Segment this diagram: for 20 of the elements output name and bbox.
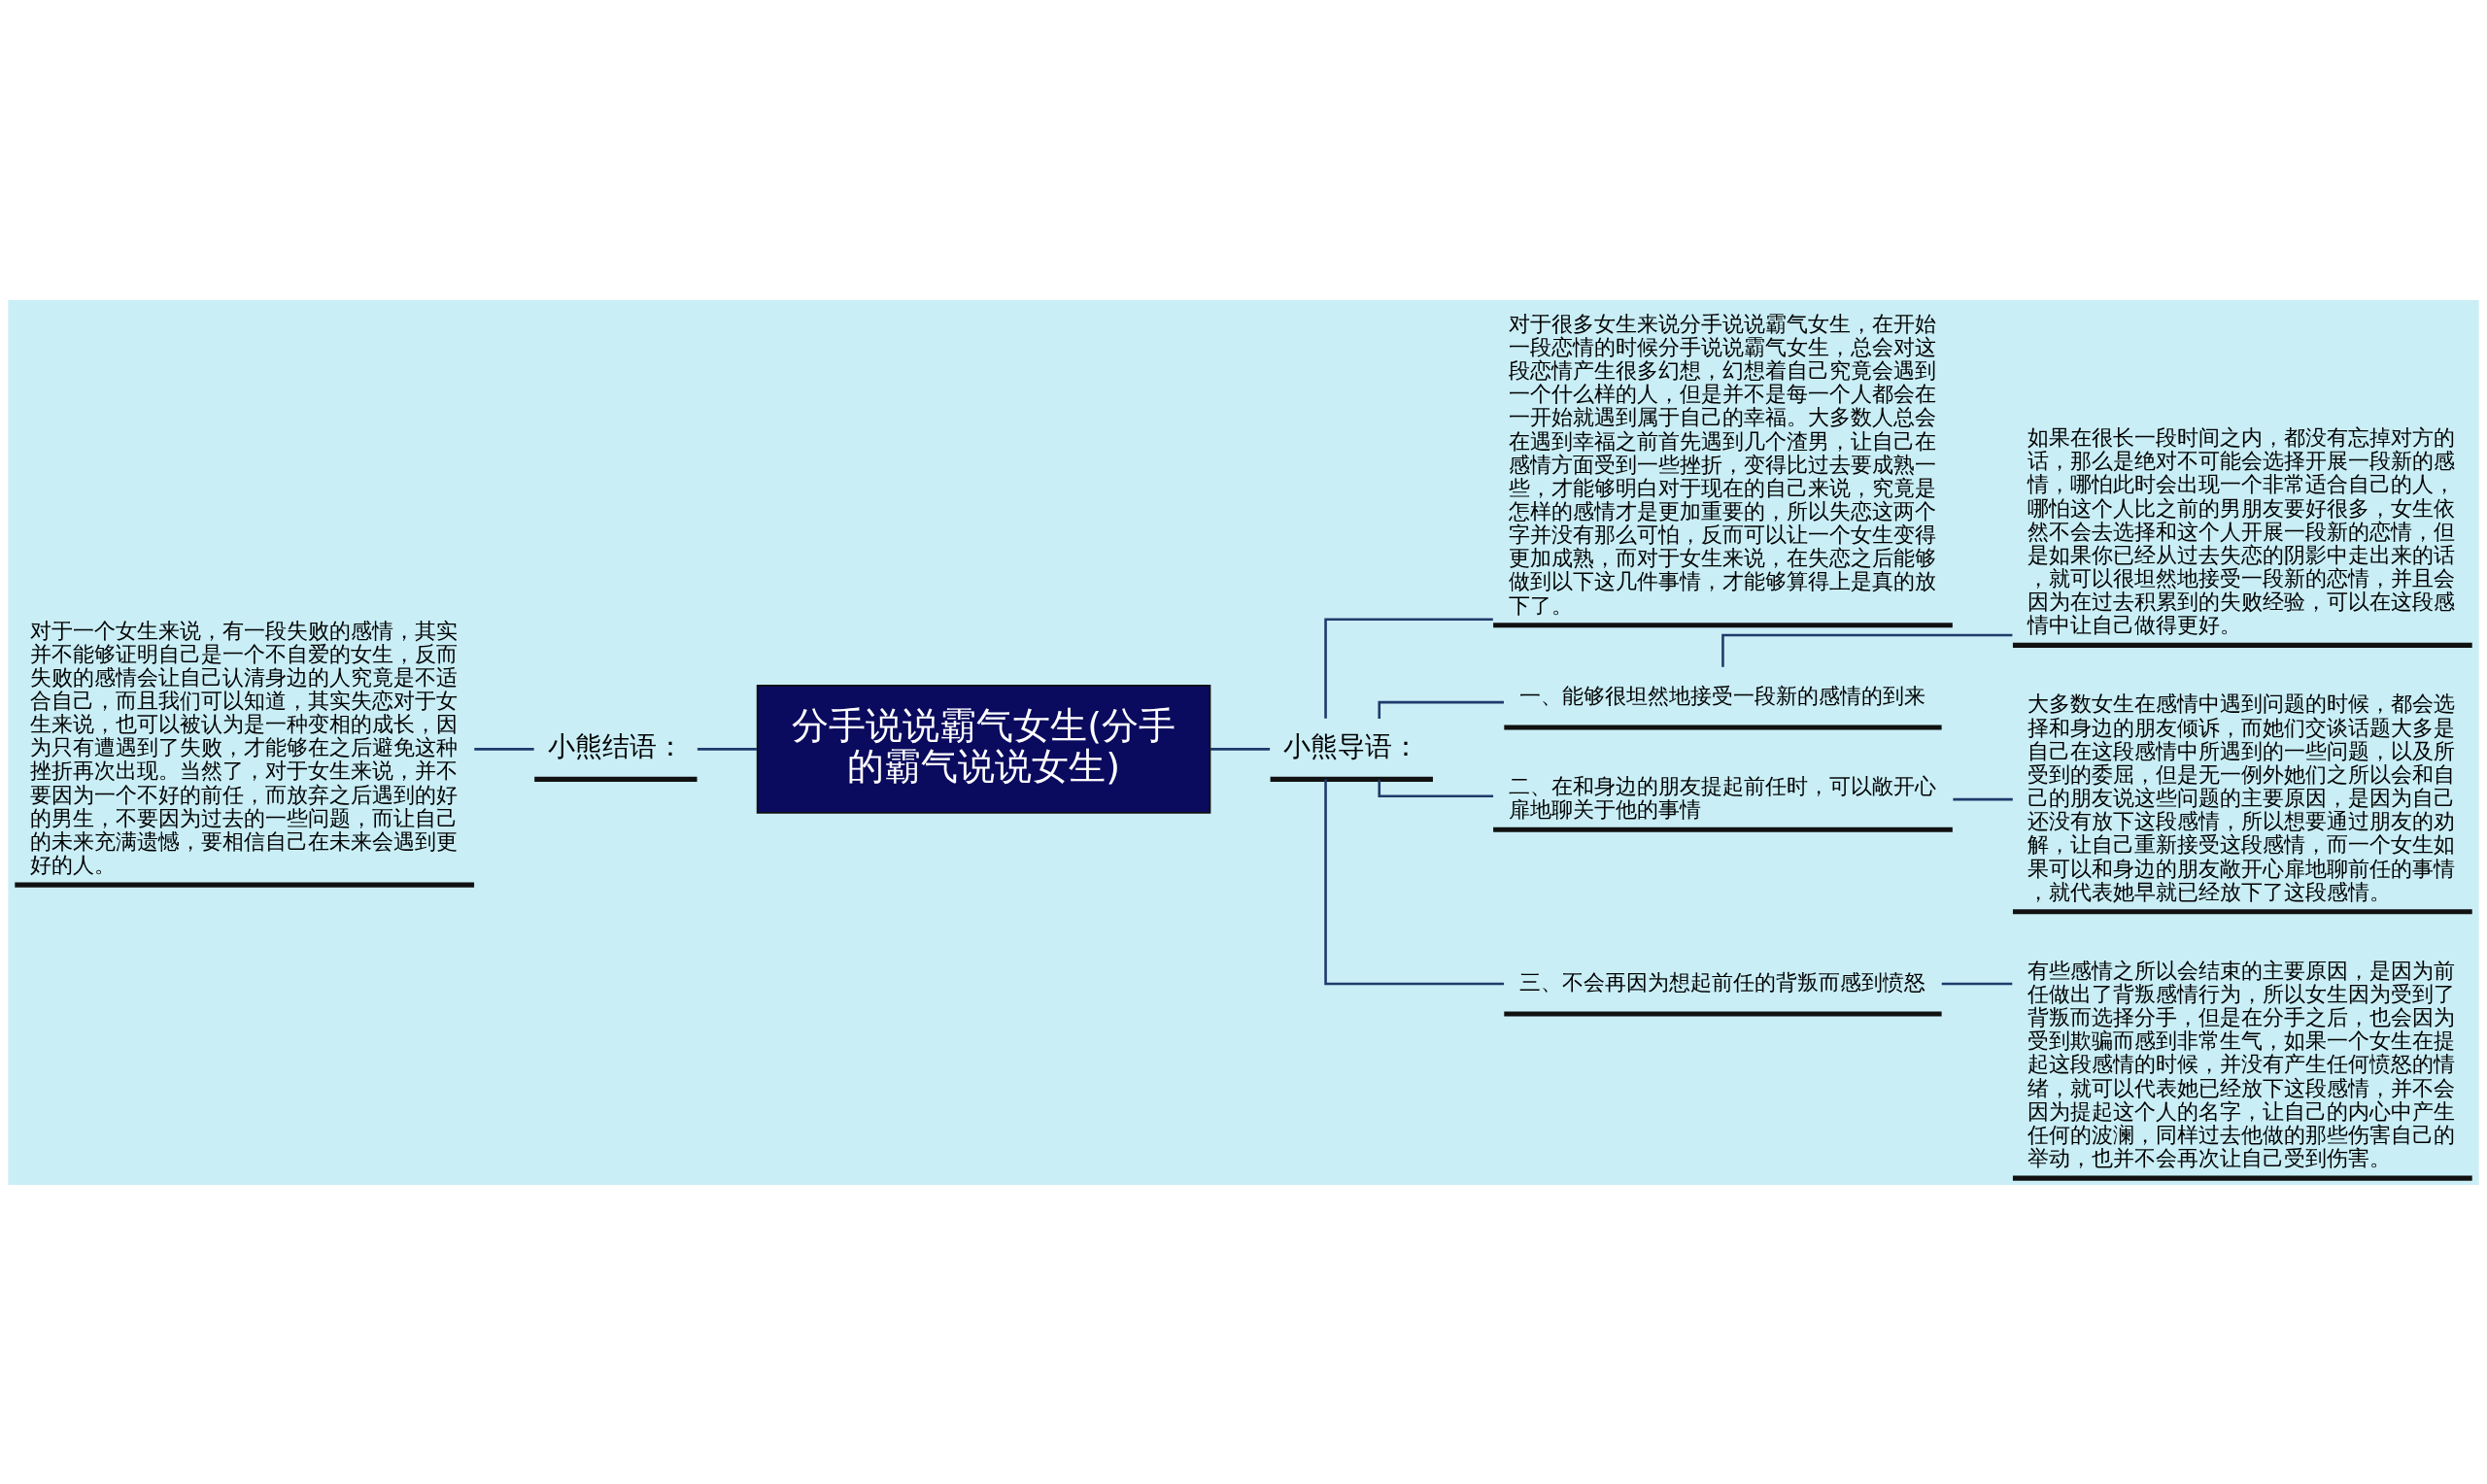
node-text: 小熊结语： — [547, 729, 684, 762]
connector — [1324, 779, 1505, 985]
node-text: 对于很多女生来说分手说说霸气女生，在开始一段恋情的时候分手说说霸气女生，总会对这段恋情产生很多幻想，幻想着自己究竟会遇到一个什么样的人，但是并不是每一个人都会在一开始就遇到属于自己的幸福。大多数人总会在遇到幸福之前首先遇到几个渣男，让自己在感情方面受到一些挫折，变得比过去要成熟一些，才能够明白对于现在的自己来说，究竟是怎样的感情才是更加重要的，所以失恋这两个字并没有那么可怕，反而可以让一个女生变得更加成熟，而对于女生来说，在失恋之后能够做到以下这几件事情，才能够算得上是真的放下了。 — [1508, 310, 1936, 618]
node-text: 一、能够很坦然地接受一段新的感情的到来 — [1519, 682, 1926, 708]
connector — [1378, 700, 1504, 719]
node-text: 有些感情之所以会结束的主要原因，是因为前任做出了背叛感情行为，所以女生因为受到了背叛而选择分手，但是在分手之后，也会因为受到欺骗而感到非常生气，如果一个女生在提起这段感情的时候，并没有产生任何愤怒的情绪，就可以代表她已经放下这段感情，并不会因为提起这个人的名字，让自己的内心中产生任何的波澜，同样过去他做的那些伤害自己的举动，也并不会再次让自己受到伤害。 — [2027, 957, 2456, 1170]
node-text: 大多数女生在感情中遇到问题的时候，都会选择和身边的朋友倾诉，而她们交谈话题大多是自己在这段感情中所遇到的一些问题，以及所受到的委屈，但是无一例外她们之所以会和自己的朋友说这些问题的主要原因，是因为自己还没有放下这段感情，所以想要通过朋友的劝解，让自己重新接受这段感情，而一个女生如果可以和身边的朋友敞开心扉地聊前任的事情，就代表她早就已经放下了这段感情。 — [2027, 690, 2456, 904]
connector — [474, 747, 534, 751]
node-text: 二、在和身边的朋友提起前任时，可以敞开心扉地聊关于他的事情 — [1508, 772, 1936, 822]
node-text: 如果在很长一段时间之内，都没有忘掉对方的话，那么是绝对不可能会选择开展一段新的感情，哪怕此时会出现一个非常适合自己的人，哪怕这个人比之前的男朋友要好很多，女生依然不会去选择和这个人开展一段新的恋情，但是如果你已经从过去失恋的阴影中走出来的话，就可以很坦然地接受一段新的恋情，并且会因为在过去积累到的失败经验，可以在这段感情中让自己做得更好。 — [2027, 423, 2456, 637]
connector — [1324, 617, 1493, 719]
node-text: 对于一个女生来说，有一段失败的感情，其实并不能够证明自己是一个不自爱的女生，反而失败的感情会让自己认清身边的人究竟是不适合自己，而且我们可以知道，其实失恋对于女生来说，也可以被认为是一种变相的成长，因为只有遭遇到了失败，才能够在之后避免这种挫折再次出现。当然了，对于女生来说，并不要因为一个不好的前任，而放弃之后遇到的好的男生，不要因为过去的一些问题，而让自己的未来充满遗憾，要相信自己在未来会遇到更好的人。 — [29, 616, 458, 877]
connector — [697, 747, 757, 751]
connector — [1953, 797, 2013, 800]
connector — [1941, 982, 2013, 985]
node-box: 分手说说霸气女生(分手的霸气说说女生) — [756, 684, 1211, 814]
node-text: 小熊导语： — [1283, 729, 1420, 762]
connector — [1209, 747, 1271, 751]
node-text: 三、不会再因为想起前任的背叛而感到愤怒 — [1519, 968, 1926, 995]
connector — [1378, 779, 1494, 797]
